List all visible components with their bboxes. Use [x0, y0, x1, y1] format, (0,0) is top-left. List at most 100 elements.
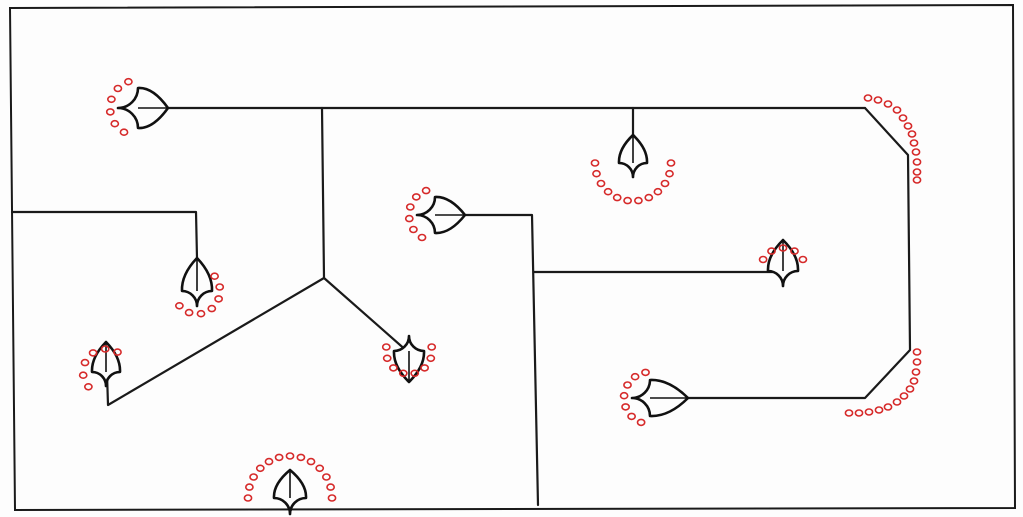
halo-circle	[660, 179, 670, 188]
halo-circle	[912, 158, 922, 166]
halo-circle	[100, 345, 110, 353]
left-edge-branch	[10, 210, 199, 260]
halo-circle	[873, 96, 883, 104]
halo-circle	[264, 457, 274, 466]
halo-circle	[898, 114, 908, 122]
halo-circle	[644, 193, 654, 202]
halo-circle	[119, 128, 129, 136]
node-left-upper	[174, 256, 225, 318]
halo-circle	[408, 225, 418, 234]
halo-circle	[306, 457, 316, 466]
halo-circle	[110, 119, 120, 128]
halo-circle	[874, 406, 884, 414]
halo-circle	[630, 372, 640, 381]
halo-circle	[255, 464, 265, 473]
halo-circle	[758, 255, 768, 264]
halo-circle	[285, 452, 295, 460]
halo-circle	[864, 408, 874, 416]
node-top-left	[105, 77, 170, 136]
node-top-center-halo	[590, 159, 676, 205]
halo-circle	[426, 354, 436, 363]
halo-circle	[105, 108, 115, 116]
halo-circle	[903, 122, 913, 130]
halo-circle	[623, 196, 632, 205]
halo-circle	[612, 193, 622, 202]
halo-circle	[244, 483, 254, 491]
halo-circle	[911, 368, 921, 376]
halo-circle	[883, 403, 893, 411]
halo-circle	[113, 84, 123, 93]
halo-circle	[196, 309, 206, 318]
frame	[8, 3, 1017, 512]
right-horizontal-branch	[532, 238, 785, 274]
halo-circle	[909, 139, 919, 147]
halo-circle	[210, 272, 219, 281]
halo-circle	[123, 77, 133, 86]
halo-bottom-right-corner	[844, 348, 922, 417]
halo-circle	[315, 464, 325, 473]
center-vertical-line	[320, 106, 326, 280]
node-left-upper-halo	[174, 272, 225, 318]
halo-circle	[411, 193, 421, 201]
node-bottom-right	[619, 368, 690, 427]
halo-circle	[249, 473, 258, 481]
halo-circle	[899, 392, 909, 400]
halo-circle	[405, 203, 415, 211]
halo-circle	[778, 244, 788, 252]
halo-circle	[653, 187, 663, 196]
halo-circle	[592, 169, 601, 178]
right-bracket-line	[686, 106, 912, 400]
halo-circle	[80, 358, 90, 367]
halo-circle	[326, 483, 335, 491]
halo-circle	[184, 308, 194, 317]
halo-circle	[912, 358, 922, 366]
halo-circle	[417, 233, 427, 242]
node-center-left	[404, 186, 467, 242]
halo-circle	[905, 385, 915, 393]
halo-circle	[382, 354, 392, 363]
halo-circle	[621, 403, 630, 411]
halo-circle	[909, 377, 919, 385]
halo-circle	[420, 364, 429, 372]
halo-circle	[912, 168, 922, 176]
halo-circle	[215, 283, 225, 291]
node-group	[78, 77, 922, 516]
node-top-left-halo	[105, 77, 133, 136]
halo-circle	[912, 348, 922, 356]
halo-circle	[844, 409, 854, 417]
halo-circle	[113, 348, 122, 356]
node-left-lower	[78, 340, 122, 391]
frame-border	[8, 3, 1017, 512]
halo-circle	[907, 130, 917, 138]
halo-circle	[619, 391, 629, 400]
halo-circle	[892, 398, 902, 406]
halo-circle	[398, 369, 408, 378]
halo-circle	[798, 255, 808, 264]
halo-circle	[883, 100, 893, 108]
node-bottom-center-halo	[243, 452, 337, 502]
halo-circle	[863, 94, 873, 102]
halo-circle	[627, 412, 636, 421]
halo-circle	[666, 159, 676, 167]
halo-circle	[634, 196, 643, 205]
halo-circle	[636, 418, 646, 427]
halo-circle	[84, 382, 93, 391]
connections	[10, 106, 912, 512]
halo-circle	[404, 214, 414, 223]
node-center-right	[381, 334, 437, 384]
middle-junction-line	[463, 213, 540, 507]
node-center-left-halo	[404, 186, 431, 242]
node-left-lower-halo	[78, 345, 122, 391]
halo-circle	[665, 169, 674, 178]
halo-circle	[641, 368, 650, 377]
halo-circle	[912, 176, 922, 184]
halo-circle	[603, 187, 613, 196]
halo-circle	[767, 247, 776, 255]
halo-circle	[410, 369, 420, 378]
halo-circle	[207, 304, 217, 313]
halo-circle	[911, 148, 921, 156]
halo-circle	[78, 371, 88, 380]
halo-circle	[892, 106, 902, 114]
halo-circle	[388, 364, 398, 372]
